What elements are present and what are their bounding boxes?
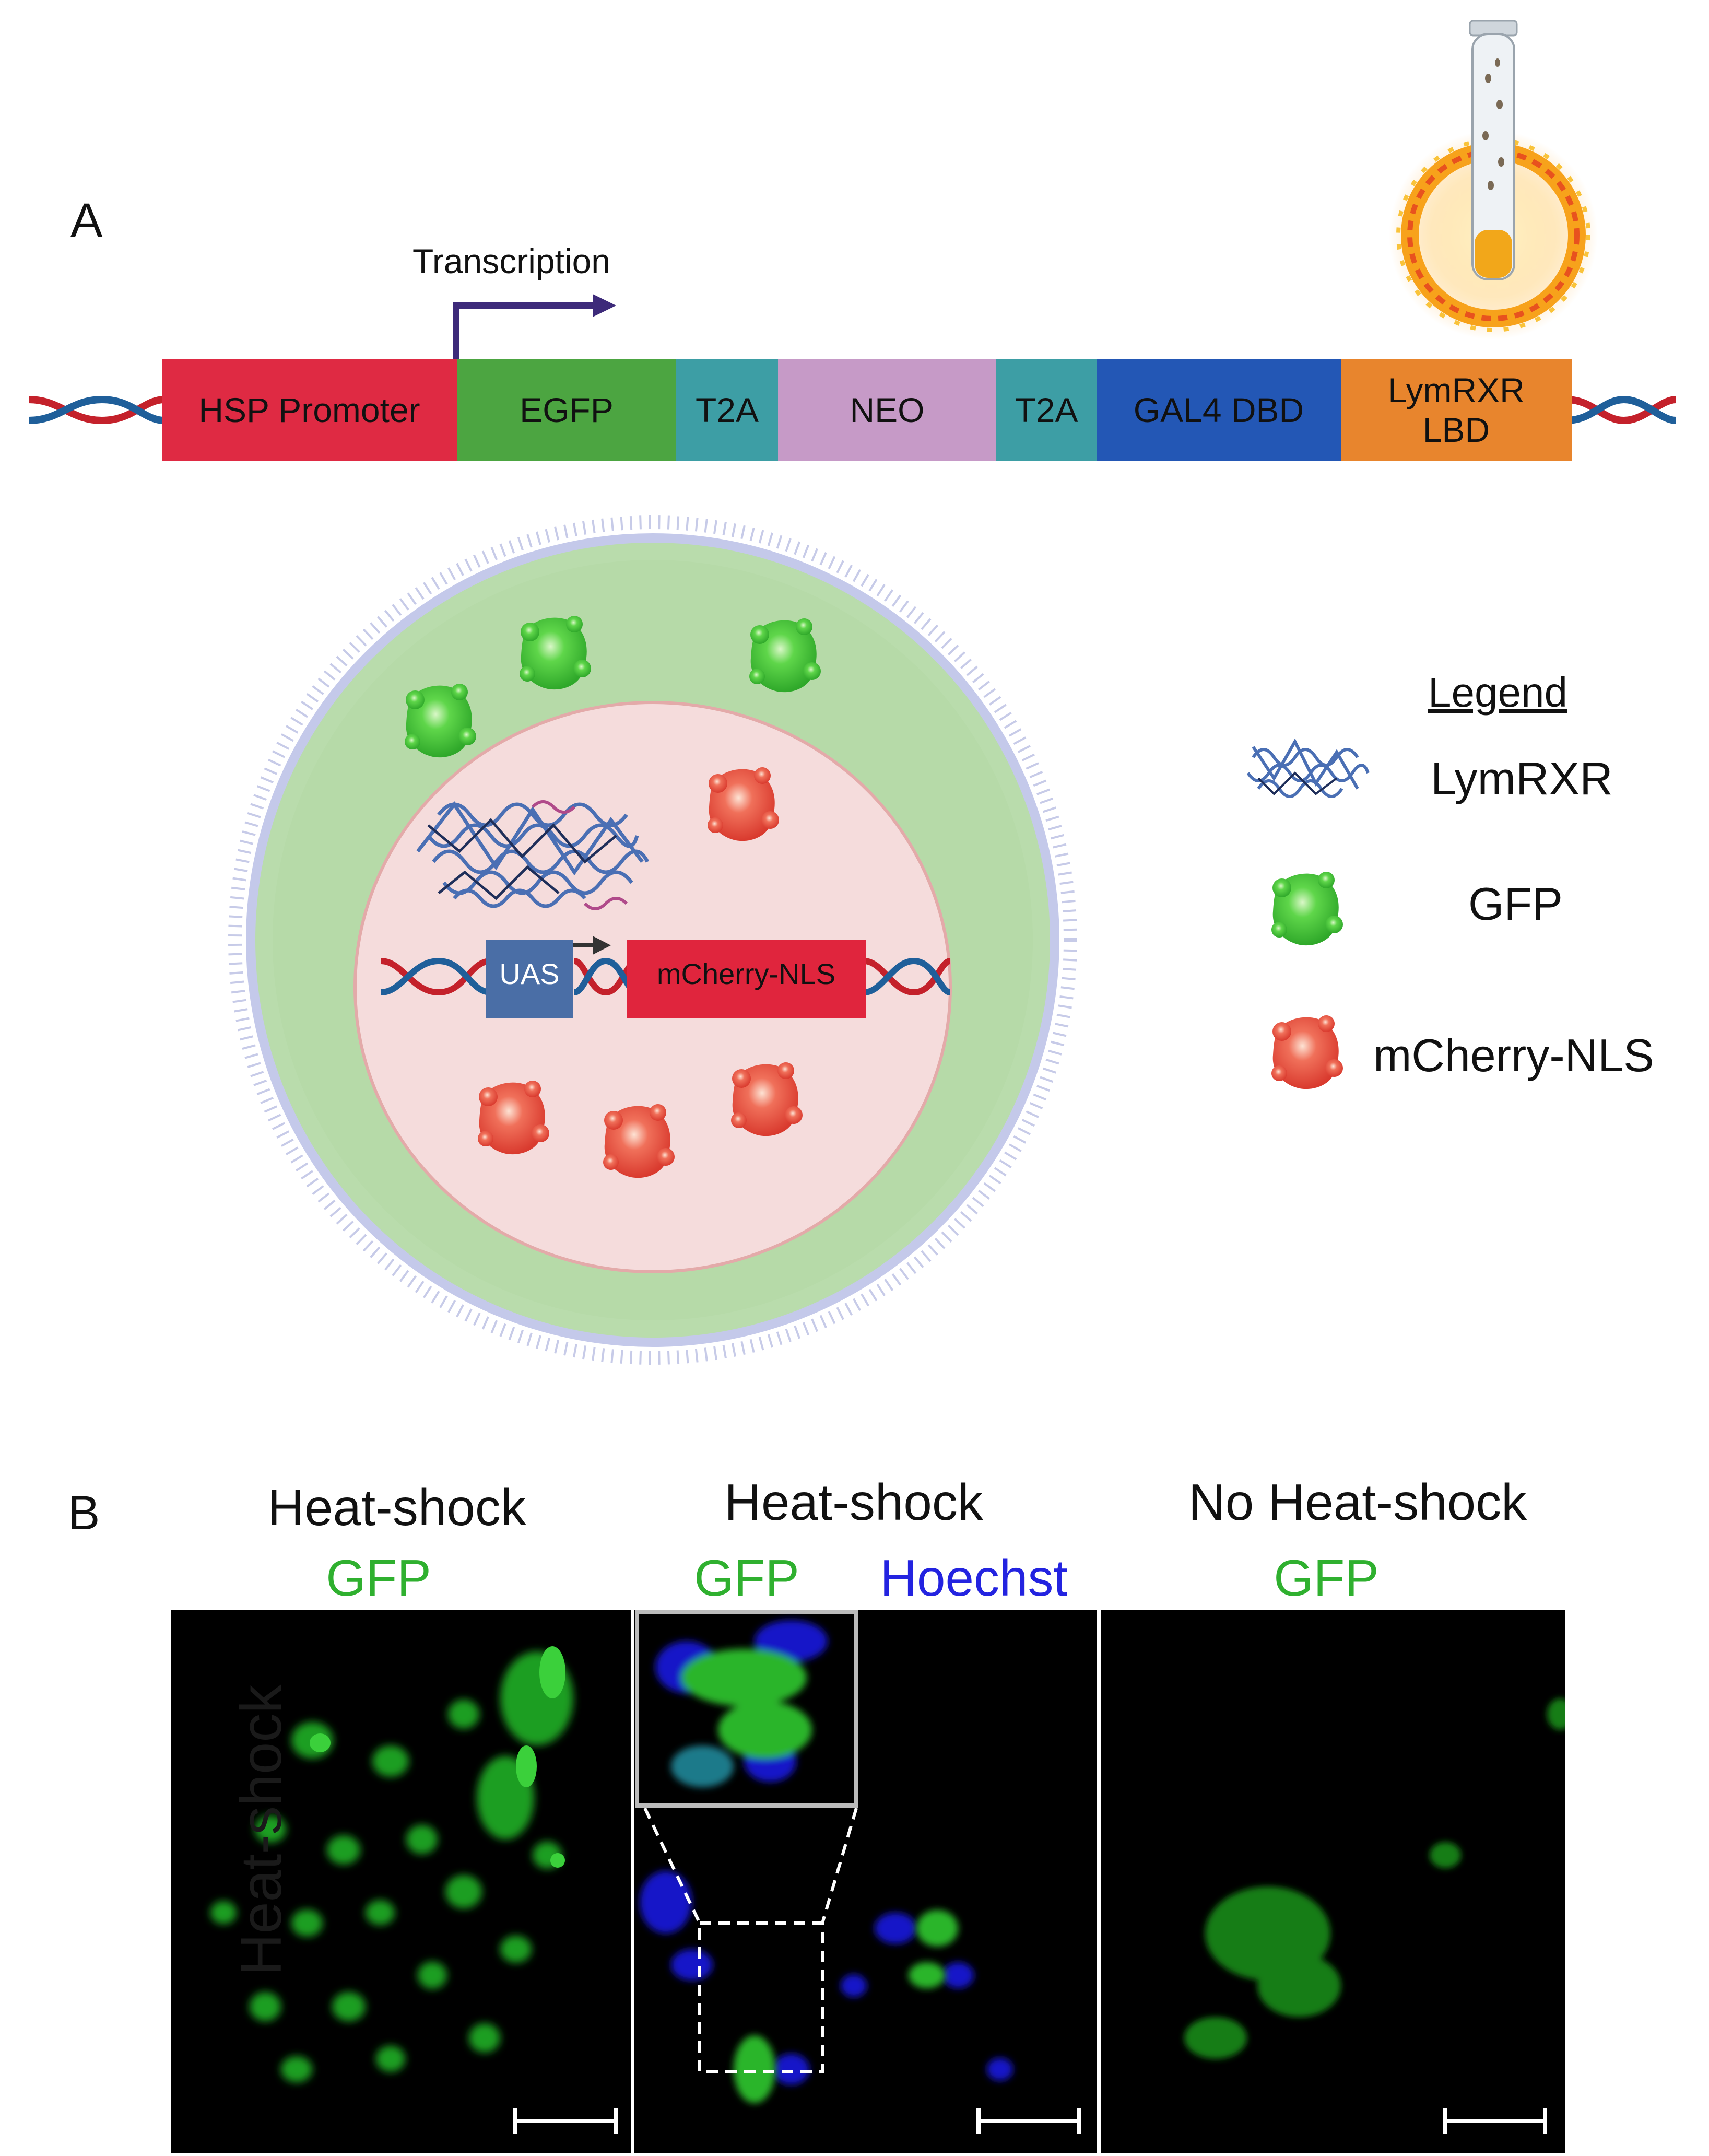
micrograph-no-heat-shock-gfp xyxy=(1101,1610,1565,2153)
dna-strand-left-icon xyxy=(28,395,165,425)
mcherry-nls-reporter-label: mCherry-NLS xyxy=(656,957,836,990)
lymrxr-protein-icon xyxy=(1246,738,1370,798)
segment-hsp-promoter: HSP Promoter xyxy=(162,359,457,461)
segment-t2a-1: T2A xyxy=(676,359,778,461)
uas-label: UAS xyxy=(499,957,560,990)
legend-gfp-label: GFP xyxy=(1468,878,1563,930)
column-2-gfp-label: GFP xyxy=(694,1549,799,1607)
column-3-gfp-label: GFP xyxy=(1274,1549,1379,1607)
micrograph-heat-shock-gfp-hoechst xyxy=(634,1610,1097,2153)
panel-b-letter: B xyxy=(68,1486,100,1540)
legend-lymrxr-label: LymRXR xyxy=(1431,753,1613,804)
segment-t2a-2: T2A xyxy=(996,359,1097,461)
transcription-label: Transcription xyxy=(412,242,611,280)
dna-strand-right-icon xyxy=(1566,395,1677,425)
legend-mcherry-label: mCherry-NLS xyxy=(1373,1029,1654,1081)
column-1-header: Heat-shock xyxy=(267,1479,526,1536)
transcription-arrow-icon xyxy=(453,294,616,363)
cell-diagram xyxy=(228,515,1077,1365)
column-3-header: No Heat-shock xyxy=(1188,1473,1527,1531)
micrograph-heat-shock-gfp: Heat-shock xyxy=(171,1610,631,2153)
column-2-hoechst-label: Hoechst xyxy=(880,1549,1068,1607)
segment-egfp: EGFP xyxy=(457,359,676,461)
segment-gal4-dbd: GAL4 DBD xyxy=(1097,359,1341,461)
column-1-gfp-label: GFP xyxy=(326,1549,431,1607)
gfp-protein-icon xyxy=(1271,872,1343,946)
legend-title: Legend xyxy=(1428,669,1567,716)
heat-shock-tube-icon xyxy=(1389,20,1598,339)
heat-shock-watermark: Heat-shock xyxy=(229,1684,293,1975)
segment-lymrxr-lbd: LymRXR LBD xyxy=(1341,359,1572,461)
column-2-header: Heat-shock xyxy=(724,1473,983,1531)
segment-neo: NEO xyxy=(778,359,996,461)
panel-a-letter: A xyxy=(70,194,103,247)
mcherry-protein-icon xyxy=(1271,1015,1343,1089)
